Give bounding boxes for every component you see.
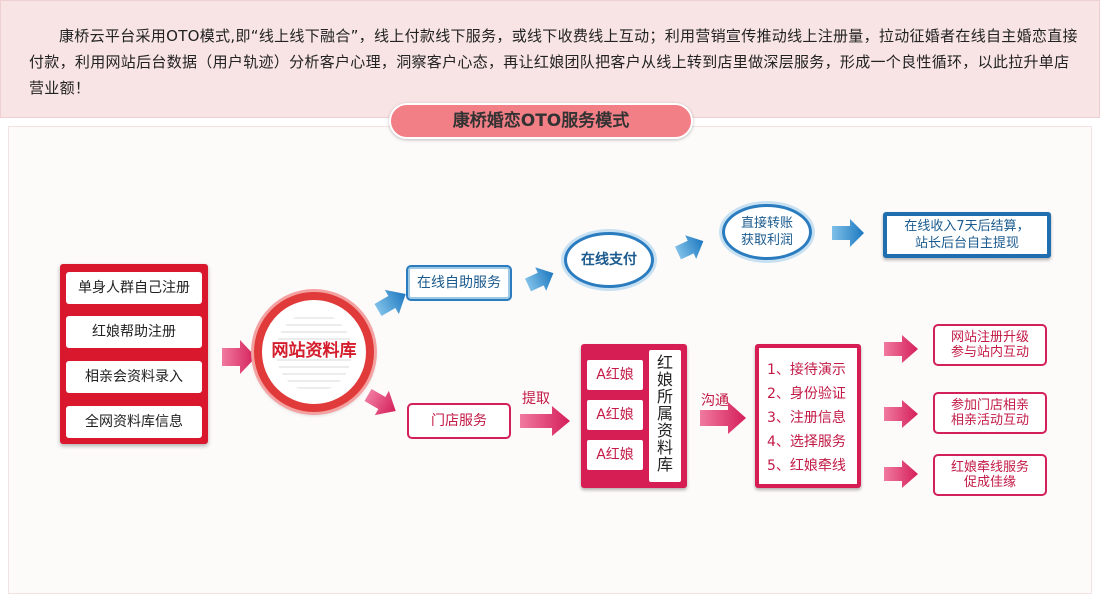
outcome-line2: 促成佳缘 [963, 475, 1016, 490]
arrow-outcome-2 [884, 400, 918, 428]
arrow-db-to-store [364, 388, 396, 416]
intro-panel: 康桥云平台采用OTO模式,即“线上线下融合”，线上付款线下服务，或线下收费线上互… [0, 0, 1100, 118]
settle-text: 在线收入7天后结算， 站长后台自主提现 [887, 216, 1047, 254]
store-service: 门店服务 [409, 405, 509, 437]
matchmaker-item: A红娘 [587, 400, 643, 430]
database-circle: 网站资料库 [254, 292, 374, 412]
steps-list: 1、接待演示 2、身份验证 3、注册信息 4、选择服务 5、红娘牵线 [759, 348, 857, 484]
online-self-service: 在线自助服务 [408, 267, 510, 299]
extract-label: 提取 [522, 391, 550, 407]
settle-line2: 站长后台自主提现 [914, 236, 1019, 251]
outcome-box: 红娘牵线服务 促成佳缘 [935, 456, 1045, 494]
steps-panel: 1、接待演示 2、身份验证 3、注册信息 4、选择服务 5、红娘牵线 [755, 344, 861, 488]
sources-panel: 单身人群自己注册 红娘帮助注册 相亲会资料录入 全网资料库信息 [60, 264, 208, 444]
arrow-extract [520, 406, 570, 436]
transfer-oval: 直接转账 获取利润 [722, 204, 812, 260]
outcome-line1: 网站注册升级 [950, 330, 1029, 345]
arrow-payment-to-transfer [675, 235, 704, 260]
step-item: 5、红娘牵线 [767, 458, 846, 474]
arrow-self-to-payment [525, 267, 554, 292]
database-label: 网站资料库 [271, 341, 357, 361]
outcome-box: 参加门店相亲 相亲活动互动 [935, 394, 1045, 432]
outcome-line1: 红娘牵线服务 [950, 460, 1029, 475]
outcome-line1: 参加门店相亲 [950, 398, 1029, 413]
transfer-line1: 直接转账 [740, 216, 793, 231]
arrow-outcome-3 [884, 460, 918, 488]
source-item: 单身人群自己注册 [66, 272, 202, 304]
source-item: 相亲会资料录入 [66, 361, 202, 393]
step-item: 2、身份验证 [767, 386, 846, 402]
arrow-transfer-to-settle [832, 219, 864, 247]
source-item: 全网资料库信息 [66, 406, 202, 438]
source-item: 红娘帮助注册 [66, 316, 202, 348]
online-payment: 在线支付 [564, 232, 654, 288]
arrow-outcome-1 [884, 335, 918, 363]
outcome-line2: 参与站内互动 [950, 345, 1029, 360]
matchmaker-item: A红娘 [587, 360, 643, 390]
matchmaker-item: A红娘 [587, 440, 643, 470]
outcome-line2: 相亲活动互动 [950, 413, 1029, 428]
communicate-label: 沟通 [701, 393, 729, 409]
text-texture [276, 312, 352, 392]
step-item: 4、选择服务 [767, 434, 846, 450]
transfer-line2: 获取利润 [740, 233, 793, 248]
intro-text: 康桥云平台采用OTO模式,即“线上线下融合”，线上付款线下服务，或线下收费线上互… [29, 27, 1078, 97]
arrow-communicate [700, 402, 746, 434]
arrow-db-to-online [374, 289, 406, 317]
outcome-box: 网站注册升级 参与站内互动 [935, 326, 1045, 364]
matchmaker-db-label: 红娘所属资料库 [649, 350, 681, 482]
step-item: 1、接待演示 [767, 362, 846, 378]
diagram-title: 康桥婚恋OTO服务模式 [389, 103, 693, 139]
arrow-sources-to-db [222, 340, 256, 374]
step-item: 3、注册信息 [767, 410, 846, 426]
settle-line1: 在线收入7天后结算， [904, 219, 1030, 234]
settle-box: 在线收入7天后结算， 站长后台自主提现 [883, 212, 1051, 258]
matchmaker-panel: A红娘 A红娘 A红娘 红娘所属资料库 [581, 344, 687, 488]
